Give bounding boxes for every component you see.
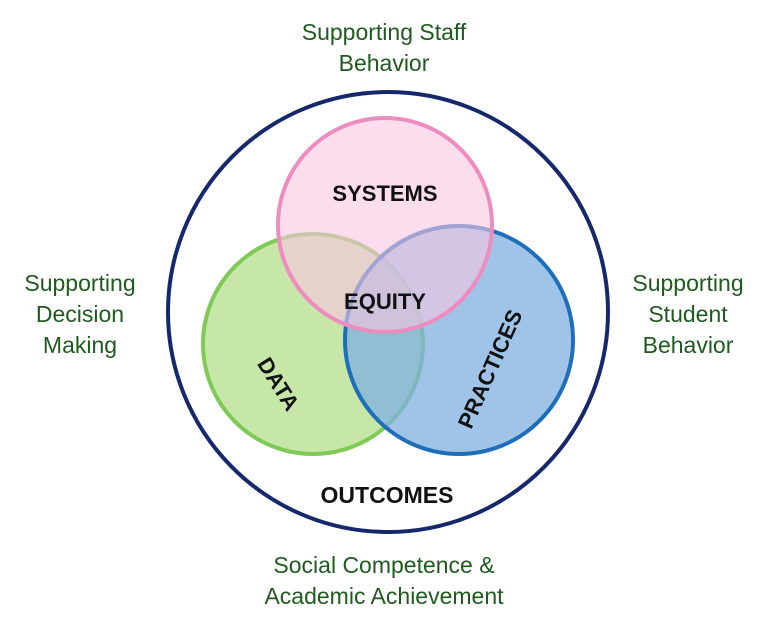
label-supporting-student-behavior: Supporting Student Behavior: [632, 270, 744, 358]
label-social-competence-academic-achievement: Social Competence & Academic Achievement: [264, 552, 504, 609]
systems-label: SYSTEMS: [332, 181, 437, 206]
equity-label: EQUITY: [344, 289, 426, 314]
systems-circle: [276, 116, 494, 334]
outcomes-label: OUTCOMES: [321, 482, 454, 508]
label-supporting-decision-making: Supporting Decision Making: [24, 270, 136, 358]
label-supporting-staff-behavior: Supporting Staff Behavior: [301, 19, 467, 76]
